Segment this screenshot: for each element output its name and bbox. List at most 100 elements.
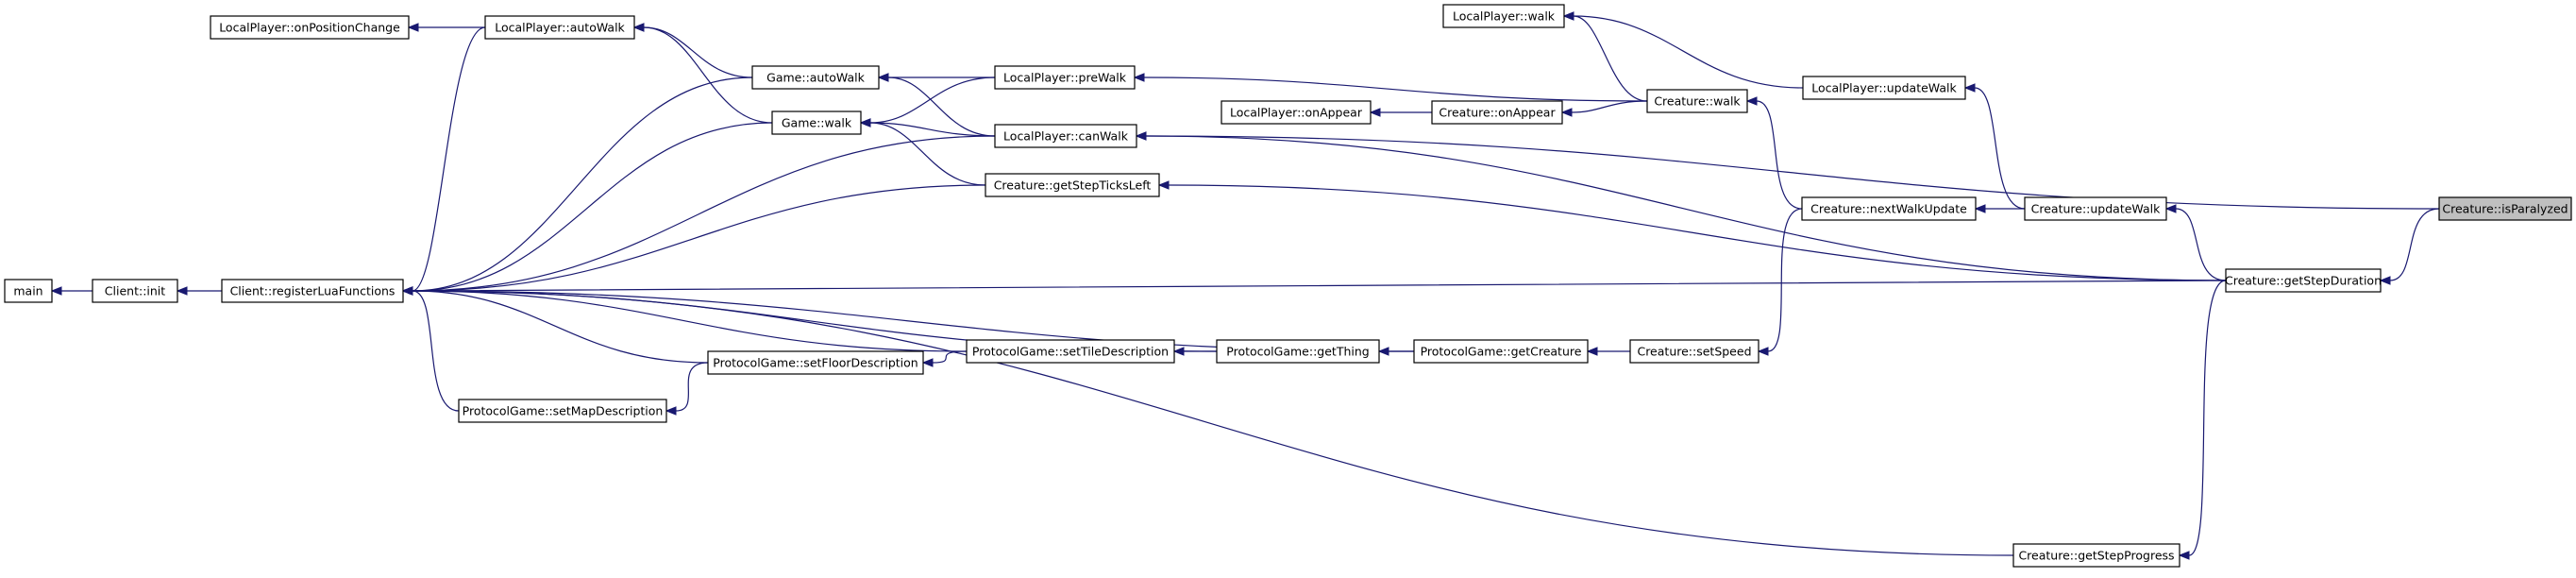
node-lp-prewalk[interactable]: LocalPlayer::preWalk bbox=[994, 65, 1136, 90]
node-label: LocalPlayer::updateWalk bbox=[1811, 81, 1957, 95]
node-get-creature[interactable]: ProtocolGame::getCreature bbox=[1413, 339, 1589, 364]
node-lp-on-appear[interactable]: LocalPlayer::onAppear bbox=[1221, 100, 1372, 125]
node-label: Creature::getStepProgress bbox=[2018, 549, 2174, 563]
node-set-map-desc[interactable]: ProtocolGame::setMapDescription bbox=[458, 399, 667, 423]
node-label: Creature::setSpeed bbox=[1637, 345, 1751, 359]
node-on-position-change[interactable]: LocalPlayer::onPositionChange bbox=[210, 15, 410, 40]
edge-line bbox=[412, 290, 2014, 556]
node-next-walk-update[interactable]: Creature::nextWalkUpdate bbox=[1801, 196, 1977, 221]
node-box bbox=[1442, 4, 1565, 28]
edge-c-walk-to-next-walk-update bbox=[1745, 96, 1803, 210]
arrowhead bbox=[665, 406, 677, 416]
edge-register-lua-to-set-map-desc bbox=[401, 286, 460, 412]
arrowhead bbox=[1135, 131, 1147, 141]
node-label: Client::init bbox=[105, 284, 165, 298]
node-box bbox=[2225, 268, 2382, 293]
arrowhead bbox=[1974, 204, 1986, 213]
node-label: LocalPlayer::walk bbox=[1453, 9, 1556, 24]
edge-lp-prewalk-to-c-walk bbox=[1133, 73, 1648, 102]
node-is-paralyzed[interactable]: Creature::isParalyzed bbox=[2438, 196, 2572, 221]
edge-get-thing-to-get-creature bbox=[1377, 347, 1414, 356]
node-box bbox=[1413, 339, 1589, 364]
node-box bbox=[2438, 196, 2572, 221]
node-label: Game::walk bbox=[782, 116, 852, 130]
arrowhead bbox=[1562, 11, 1574, 21]
node-lp-walk[interactable]: LocalPlayer::walk bbox=[1442, 4, 1565, 28]
edge-lp-walk-to-lp-update-walk bbox=[1562, 11, 1804, 89]
node-register-lua[interactable]: Client::registerLuaFunctions bbox=[221, 279, 404, 303]
node-lp-autowalk[interactable]: LocalPlayer::autoWalk bbox=[484, 15, 635, 40]
node-step-duration[interactable]: Creature::getStepDuration bbox=[2225, 268, 2382, 293]
edge-step-ticks-left-to-step-duration bbox=[1157, 180, 2227, 281]
edge-line bbox=[1756, 100, 1803, 210]
arrowhead bbox=[401, 286, 413, 296]
node-step-ticks-left[interactable]: Creature::getStepTicksLeft bbox=[985, 173, 1160, 197]
edge-game-walk-to-lp-prewalk bbox=[859, 76, 996, 128]
arrowhead bbox=[1757, 347, 1769, 356]
node-box bbox=[210, 15, 410, 40]
edge-register-lua-to-step-duration bbox=[401, 280, 2227, 296]
node-box bbox=[2024, 196, 2167, 221]
edge-line bbox=[1573, 15, 1648, 102]
node-main[interactable]: main bbox=[4, 279, 53, 303]
node-lp-update-walk[interactable]: LocalPlayer::updateWalk bbox=[1802, 76, 1966, 100]
edge-main-to-client-init bbox=[50, 286, 93, 296]
node-label: Creature::isParalyzed bbox=[2442, 202, 2568, 216]
arrowhead bbox=[50, 286, 62, 296]
arrowhead bbox=[1560, 108, 1573, 117]
node-box bbox=[1801, 196, 1977, 221]
edge-line bbox=[412, 122, 773, 292]
node-label: Creature::walk bbox=[1654, 94, 1741, 109]
arrowhead bbox=[176, 286, 188, 296]
node-label: LocalPlayer::autoWalk bbox=[495, 21, 625, 35]
node-c-on-appear[interactable]: Creature::onAppear bbox=[1431, 100, 1563, 125]
node-label: Game::autoWalk bbox=[766, 71, 865, 85]
node-label: ProtocolGame::setFloorDescription bbox=[713, 356, 918, 370]
node-set-floor-desc[interactable]: ProtocolGame::setFloorDescription bbox=[707, 350, 924, 375]
node-box bbox=[1646, 89, 1748, 113]
node-set-tile-desc[interactable]: ProtocolGame::setTileDescription bbox=[966, 339, 1175, 364]
node-box bbox=[1216, 339, 1380, 364]
node-lp-canwalk[interactable]: LocalPlayer::canWalk bbox=[994, 124, 1137, 148]
edge-get-creature-to-set-speed bbox=[1586, 347, 1630, 356]
node-box bbox=[966, 339, 1175, 364]
node-label: Creature::getStepTicksLeft bbox=[994, 178, 1152, 193]
node-box bbox=[2012, 543, 2180, 568]
node-client-init[interactable]: Client::init bbox=[92, 279, 178, 303]
node-set-speed[interactable]: Creature::setSpeed bbox=[1629, 339, 1759, 364]
node-box bbox=[484, 15, 635, 40]
node-label: LocalPlayer::onPositionChange bbox=[219, 21, 400, 35]
node-box bbox=[707, 350, 924, 375]
node-box bbox=[994, 124, 1137, 148]
arrowhead bbox=[877, 73, 889, 82]
edge-line bbox=[869, 122, 996, 137]
arrowhead bbox=[2178, 551, 2190, 560]
node-box bbox=[751, 65, 880, 90]
edge-set-tile-desc-to-get-thing bbox=[1172, 347, 1217, 356]
edge-line bbox=[412, 184, 986, 292]
node-box bbox=[458, 399, 667, 423]
edge-line bbox=[2389, 208, 2440, 281]
node-label: Client::registerLuaFunctions bbox=[230, 284, 396, 298]
node-box bbox=[1629, 339, 1759, 364]
node-box bbox=[994, 65, 1136, 90]
edge-register-lua-to-game-walk bbox=[401, 122, 773, 296]
node-game-autowalk[interactable]: Game::autoWalk bbox=[751, 65, 880, 90]
node-c-walk[interactable]: Creature::walk bbox=[1646, 89, 1748, 113]
node-box bbox=[985, 173, 1160, 197]
arrowhead bbox=[1377, 347, 1389, 356]
node-label: ProtocolGame::getCreature bbox=[1421, 345, 1582, 359]
node-get-thing[interactable]: ProtocolGame::getThing bbox=[1216, 339, 1380, 364]
node-game-walk[interactable]: Game::walk bbox=[771, 110, 862, 135]
edge-line bbox=[1974, 87, 2026, 210]
node-label: ProtocolGame::setMapDescription bbox=[463, 404, 664, 418]
node-label: Creature::updateWalk bbox=[2031, 202, 2161, 216]
edge-line bbox=[932, 350, 968, 364]
edge-line bbox=[1145, 135, 2440, 210]
edge-line bbox=[675, 362, 709, 412]
edge-line bbox=[887, 76, 996, 137]
node-c-update-walk[interactable]: Creature::updateWalk bbox=[2024, 196, 2167, 221]
node-step-progress[interactable]: Creature::getStepProgress bbox=[2012, 543, 2180, 568]
edge-line bbox=[2175, 208, 2227, 281]
